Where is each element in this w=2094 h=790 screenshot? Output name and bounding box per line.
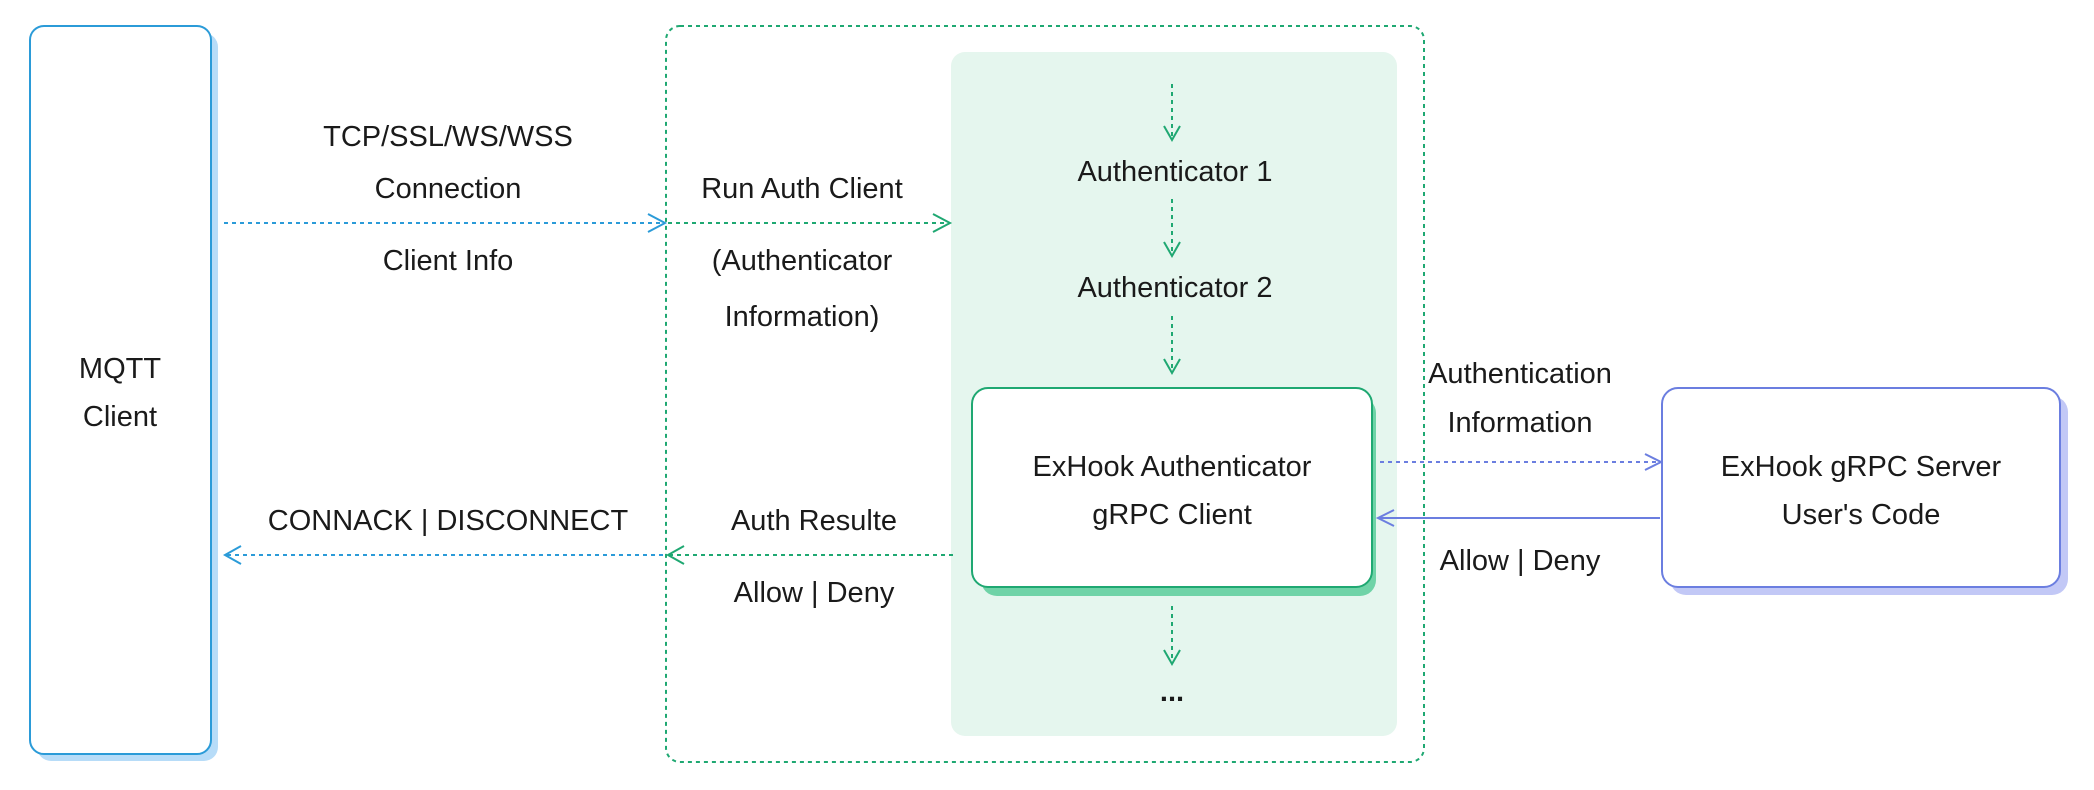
- connection-arrow: [224, 213, 668, 233]
- run-auth-label-line3: Information): [725, 301, 880, 333]
- run-auth-label-line1: Run Auth Client: [701, 173, 903, 205]
- exhook-server-label-line2: User's Code: [1782, 499, 1941, 531]
- mqtt-client-label-line1: MQTT: [79, 353, 161, 385]
- exhook-client-label-line2: gRPC Client: [1092, 499, 1252, 531]
- auth-result-arrow: [665, 545, 953, 565]
- exhook-client-node: ExHook Authenticator gRPC Client: [971, 387, 1376, 596]
- mqtt-client-node: MQTT Client: [29, 25, 218, 761]
- exhook-client-label-line1: ExHook Authenticator: [1033, 451, 1312, 483]
- exhook-server-box: [1661, 387, 2061, 588]
- run-auth-arrow: [668, 213, 953, 233]
- connection-label-line3: Client Info: [383, 245, 514, 277]
- connection-label-line2: Connection: [375, 173, 522, 205]
- auth-result-label-line2: Allow | Deny: [734, 577, 895, 609]
- run-auth-label-line2: (Authenticator: [712, 245, 893, 277]
- chain-ellipsis: ...: [1160, 676, 1184, 708]
- exhook-client-box: [971, 387, 1373, 588]
- chain-arrow-2-exhook: [1163, 316, 1181, 376]
- broker-container: [665, 25, 1425, 763]
- connection-label-line1: TCP/SSL/WS/WSS: [323, 121, 573, 153]
- chain-arrow-exhook-next: [1163, 606, 1181, 667]
- server-result-label: Allow | Deny: [1440, 545, 1601, 577]
- authenticator-1-label: Authenticator 1: [1077, 156, 1272, 188]
- exhook-server-label-line1: ExHook gRPC Server: [1721, 451, 2002, 483]
- connack-arrow: [222, 545, 663, 565]
- connack-label: CONNACK | DISCONNECT: [268, 505, 629, 537]
- mqtt-client-label-line2: Client: [83, 401, 157, 433]
- server-result-arrow: [1375, 509, 1660, 527]
- chain-arrow-entry: [1163, 84, 1181, 143]
- authentication-info-arrow: [1380, 453, 1664, 471]
- exhook-server-node: ExHook gRPC Server User's Code: [1661, 387, 2068, 595]
- chain-arrow-1-2: [1163, 199, 1181, 259]
- auth-result-label-line1: Auth Resulte: [731, 505, 897, 537]
- authentication-info-label-line2: Information: [1447, 407, 1592, 439]
- mqtt-client-box: [29, 25, 212, 755]
- authentication-info-label-line1: Authentication: [1428, 358, 1612, 390]
- authenticator-2-label: Authenticator 2: [1077, 272, 1272, 304]
